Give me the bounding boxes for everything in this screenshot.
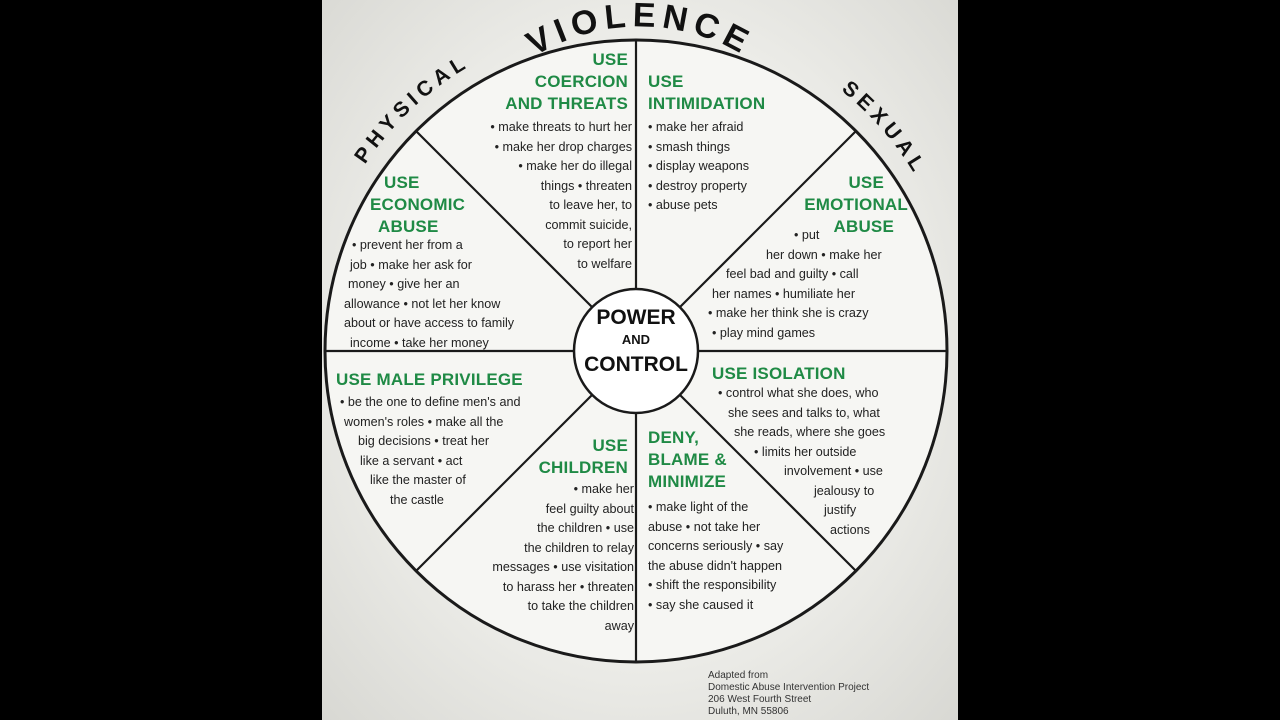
wheel-poster: VIOLENCE PHYSICAL SEXUAL POWER AND CONTR… [322, 0, 958, 720]
heading-economic: USE ECONOMIC ABUSE [370, 173, 466, 236]
text-isolation: • control what she does, who she sees an… [718, 386, 886, 537]
heading-coercion: USE COERCION AND THREATS [505, 50, 628, 113]
heading-male-privilege: USE MALE PRIVILEGE [336, 370, 523, 389]
text-economic: • prevent her from a job • make her ask … [344, 238, 515, 350]
center-title-and: AND [621, 332, 651, 347]
text-emotional: • put her down • make her feel bad and g… [708, 228, 882, 340]
heading-emotional: USE EMOTIONAL ABUSE [804, 173, 908, 236]
center-title-power: POWER [596, 306, 676, 329]
spoke-top-left [415, 130, 595, 310]
center-title-control: CONTROL [584, 353, 688, 376]
heading-isolation: USE ISOLATION [712, 364, 846, 383]
spoke-top-right [677, 130, 857, 310]
text-intimidation: • make her afraid • smash things • displ… [648, 120, 750, 212]
spoke-bottom-left [415, 392, 595, 572]
center-hub [572, 287, 700, 415]
text-deny-blame-minimize: • make light of the abuse • not take her… [648, 500, 784, 612]
text-male-privilege: • be the one to define men's and women's… [340, 395, 521, 507]
text-coercion: • make threats to hurt her • make her dr… [490, 120, 632, 271]
heading-intimidation: USE INTIMIDATION [648, 72, 766, 113]
source-credit: Adapted from Domestic Abuse Intervention… [708, 670, 870, 717]
text-children: • make her feel guilty about the childre… [492, 482, 634, 633]
heading-deny-blame-minimize: DENY, BLAME & MINIMIZE [648, 428, 727, 491]
heading-children: USE CHILDREN [538, 436, 628, 477]
spoke-bottom-right [677, 392, 857, 572]
power-control-wheel: VIOLENCE PHYSICAL SEXUAL [323, 0, 949, 664]
spokes [325, 40, 947, 662]
